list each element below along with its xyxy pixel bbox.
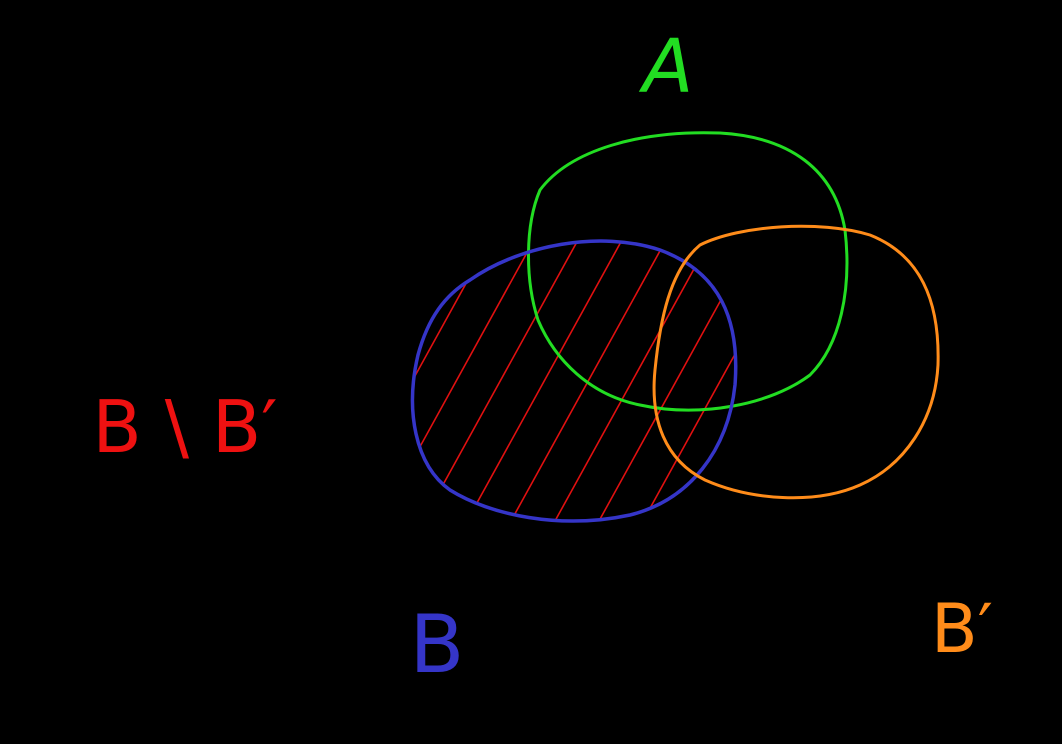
- hatch-line: [814, 240, 974, 530]
- set-b-complement-label: B′: [931, 590, 993, 669]
- hatch-line: [637, 241, 736, 521]
- hatch-line: [412, 241, 535, 521]
- set-b-circle: [410, 239, 738, 523]
- set-b-label: B: [410, 598, 465, 691]
- hatch-line: [412, 241, 491, 521]
- hatch-line: [549, 241, 711, 521]
- shaded-region-b-minus-b-complement: [412, 240, 974, 530]
- hatch-line: [461, 241, 623, 521]
- hatch-line: [417, 241, 579, 521]
- set-a-label: A: [639, 24, 694, 110]
- expression-label: B \ B′: [92, 385, 277, 469]
- set-b-complement-circle: [652, 224, 940, 500]
- hatch-line: [725, 241, 736, 521]
- hatch-line: [505, 241, 667, 521]
- set-a-circle: [527, 131, 849, 412]
- hatch-line: [681, 241, 736, 521]
